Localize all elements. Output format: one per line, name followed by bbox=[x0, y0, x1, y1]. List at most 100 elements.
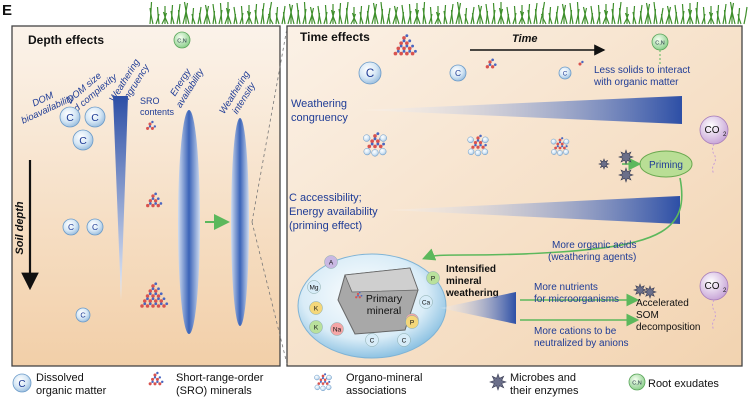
legend: C Dissolved organic matter Short-range-o… bbox=[12, 371, 719, 397]
svg-text:Soil depth: Soil depth bbox=[14, 201, 26, 254]
element-ion-bubble: C bbox=[397, 333, 411, 347]
svg-text:Mg: Mg bbox=[309, 285, 318, 292]
element-ion-bubble: Ca bbox=[419, 295, 433, 309]
soil-depth-label: Soil depth bbox=[14, 201, 26, 254]
depth-root-exudate-icon: C,N bbox=[173, 31, 191, 49]
svg-text:C: C bbox=[92, 222, 98, 232]
element-ion-bubble: K bbox=[309, 320, 323, 334]
legend-oma-icon bbox=[314, 373, 332, 392]
less-solids-label-2: with organic matter bbox=[593, 77, 679, 88]
depth-title: Depth effects bbox=[28, 33, 104, 47]
c-accessibility-label-2: Energy availability bbox=[289, 206, 378, 218]
more-acids-label-2: (weathering agents) bbox=[548, 252, 636, 263]
svg-text:C,N: C,N bbox=[632, 381, 642, 387]
sro-cluster-icon bbox=[146, 120, 157, 130]
priming-label: Priming bbox=[649, 160, 683, 171]
c-accessibility-wedge bbox=[388, 196, 680, 224]
svg-text:CO: CO bbox=[705, 125, 720, 136]
intensified-label-2: mineral bbox=[446, 276, 482, 287]
svg-text:C: C bbox=[80, 311, 86, 320]
more-nutrients-label: More nutrients bbox=[534, 282, 598, 293]
zoom-line-bottom bbox=[251, 221, 288, 365]
microbe-icon bbox=[643, 285, 657, 299]
microbe-group bbox=[598, 149, 657, 299]
element-ion-bubble: Mg bbox=[307, 280, 321, 294]
element-ion-bubble: C bbox=[365, 333, 379, 347]
svg-text:Ca: Ca bbox=[422, 300, 431, 307]
intensified-label: Intensified bbox=[446, 264, 496, 275]
legend-sro-label: Short-range-order bbox=[176, 372, 264, 384]
more-cations-label-2: neutralized by anions bbox=[534, 338, 629, 349]
primary-mineral-top bbox=[344, 267, 419, 293]
c-accessibility-label: C accessibility; bbox=[289, 192, 362, 204]
element-ion-bubble: P bbox=[405, 315, 419, 329]
energy-spindle bbox=[178, 110, 200, 334]
organo-mineral-icon bbox=[314, 373, 332, 392]
microbe-icon bbox=[633, 283, 647, 297]
svg-text:K: K bbox=[314, 306, 319, 313]
svg-text:K: K bbox=[314, 325, 319, 332]
weathering-output-wedge bbox=[440, 292, 516, 324]
element-bubbles: AMgKPCaKCaNaPCC bbox=[307, 255, 440, 347]
time-root-exudate-icon: C,N bbox=[651, 33, 669, 51]
intensified-label-3: weathering bbox=[445, 288, 499, 299]
svg-text:P: P bbox=[431, 276, 435, 283]
svg-text:2: 2 bbox=[723, 132, 727, 138]
sro-contents-label-2: contents bbox=[140, 107, 175, 117]
legend-oma-label: Organo-mineral bbox=[346, 372, 422, 384]
co2-balloon-top: CO 2 bbox=[699, 115, 729, 175]
accelerated-label-2: SOM bbox=[636, 310, 659, 321]
time-congruency-label: Weathering bbox=[291, 98, 347, 110]
svg-text:A: A bbox=[329, 260, 334, 267]
organo-mineral-icon bbox=[550, 137, 570, 156]
weathering-intensity-spindle bbox=[231, 118, 249, 326]
sro-cluster-icon bbox=[140, 282, 169, 308]
legend-oma-label-2: associations bbox=[346, 385, 407, 397]
legend-microbes-label-2: their enzymes bbox=[510, 385, 579, 397]
depth-sro-group bbox=[140, 120, 169, 308]
legend-root-label: Root exudates bbox=[648, 378, 719, 390]
more-cations-label: More cations to be bbox=[534, 326, 617, 337]
panel-letter: E bbox=[2, 2, 12, 19]
carbon-bubble-icon: C bbox=[558, 66, 572, 80]
element-ion-bubble: A bbox=[324, 255, 338, 269]
svg-text:C: C bbox=[66, 112, 74, 124]
microbe-icon bbox=[489, 373, 507, 391]
svg-text:CO: CO bbox=[705, 281, 720, 292]
carbon-bubble-icon: C bbox=[59, 106, 81, 128]
carbon-bubble-icon: C bbox=[72, 129, 94, 151]
svg-text:C: C bbox=[455, 68, 461, 78]
grass-strip bbox=[149, 1, 748, 25]
sro-cluster-icon bbox=[367, 132, 386, 149]
sro-cluster-icon bbox=[578, 60, 584, 66]
less-solids-label: Less solids to interact bbox=[594, 65, 690, 76]
time-congruency-wedge bbox=[362, 96, 682, 124]
svg-text:C: C bbox=[68, 222, 74, 232]
legend-sro-label-2: (SRO) minerals bbox=[176, 385, 252, 397]
svg-text:C: C bbox=[79, 135, 87, 147]
sro-cluster-icon bbox=[146, 192, 163, 208]
legend-dom-icon: C bbox=[12, 373, 32, 393]
legend-sro-icon bbox=[148, 371, 164, 386]
svg-text:C,N: C,N bbox=[177, 39, 187, 45]
sro-cluster-icon bbox=[485, 58, 497, 69]
sro-contents-label: SRO bbox=[140, 96, 160, 106]
accelerated-label-3: decomposition bbox=[636, 322, 700, 333]
co2-balloon-bottom: CO 2 bbox=[699, 271, 729, 331]
legend-root-icon: C,N bbox=[628, 373, 646, 391]
svg-text:2: 2 bbox=[723, 288, 727, 294]
time-congruency-label-2: congruency bbox=[291, 112, 348, 124]
c-accessibility-label-3: (priming effect) bbox=[289, 220, 362, 232]
legend-microbe-icon bbox=[489, 373, 507, 391]
carbon-bubble-icon: C bbox=[86, 218, 104, 236]
carbon-bubble-icon: C bbox=[75, 307, 91, 323]
svg-text:P: P bbox=[410, 320, 414, 327]
sro-cluster-icon bbox=[355, 291, 363, 299]
more-nutrients-label-2: for microorganisms bbox=[534, 294, 619, 305]
element-ion-bubble: P bbox=[426, 271, 440, 285]
priming-to-mineral-arrow bbox=[422, 177, 683, 261]
more-acids-label: More organic acids bbox=[552, 240, 636, 251]
